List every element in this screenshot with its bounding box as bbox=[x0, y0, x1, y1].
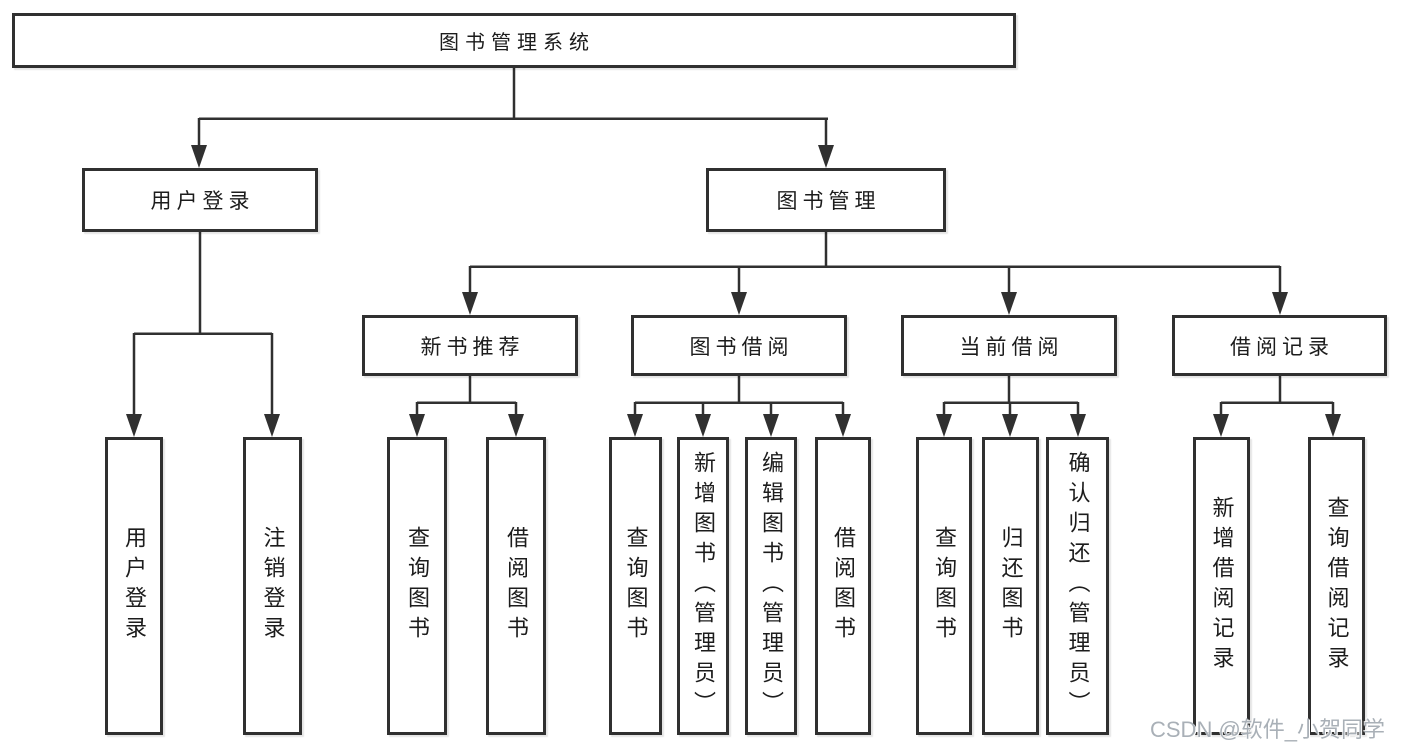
watermark: CSDN @软件_小贺同学 bbox=[1150, 717, 1386, 742]
node-current-borrowing: 当前借阅 bbox=[901, 315, 1117, 376]
leaf-query-books-recommend-label: 查询图书 bbox=[405, 526, 430, 646]
leaf-return-books-label: 归还图书 bbox=[998, 526, 1024, 646]
leaf-confirm-return-admin: 确认归还（管理员） bbox=[1046, 437, 1109, 735]
node-borrowing-records: 借阅记录 bbox=[1172, 315, 1387, 376]
leaf-borrow-books-recommend-label: 借阅图书 bbox=[504, 526, 529, 646]
leaf-add-book-admin-label: 新增图书（管理员） bbox=[691, 451, 716, 721]
node-user-login: 用户登录 bbox=[82, 168, 318, 232]
node-user-login-label: 用户登录 bbox=[150, 190, 255, 213]
leaf-user-login-label: 用户登录 bbox=[122, 526, 147, 646]
node-root-label: 图书管理系统 bbox=[439, 32, 595, 54]
leaf-logout-label: 注销登录 bbox=[260, 526, 286, 646]
leaf-edit-book-admin: 编辑图书（管理员） bbox=[745, 437, 797, 735]
node-current-borrowing-label: 当前借阅 bbox=[959, 335, 1064, 359]
node-book-borrowing-label: 图书借阅 bbox=[689, 335, 794, 359]
leaf-borrow-books-borrowing-label: 借阅图书 bbox=[831, 526, 856, 646]
node-new-book-recommendation: 新书推荐 bbox=[362, 315, 578, 376]
node-new-book-recommendation-label: 新书推荐 bbox=[420, 335, 525, 359]
leaf-logout: 注销登录 bbox=[243, 437, 302, 735]
leaf-query-borrow-record-label: 查询借阅记录 bbox=[1324, 496, 1350, 676]
node-book-management-label: 图书管理 bbox=[776, 190, 881, 213]
arrowheads bbox=[126, 145, 1341, 437]
leaf-query-books-recommend: 查询图书 bbox=[387, 437, 447, 735]
node-book-management: 图书管理 bbox=[706, 168, 946, 232]
leaf-edit-book-admin-label: 编辑图书（管理员） bbox=[759, 451, 784, 721]
node-borrowing-records-label: 借阅记录 bbox=[1230, 335, 1334, 359]
leaf-query-books-current: 查询图书 bbox=[916, 437, 972, 735]
leaf-confirm-return-admin-label: 确认归还（管理员） bbox=[1065, 451, 1091, 721]
leaf-borrow-books-recommend: 借阅图书 bbox=[486, 437, 546, 735]
leaf-borrow-books-borrowing: 借阅图书 bbox=[815, 437, 871, 735]
leaf-add-borrow-record-label: 新增借阅记录 bbox=[1209, 496, 1235, 676]
leaf-add-borrow-record: 新增借阅记录 bbox=[1193, 437, 1250, 735]
leaf-query-books-borrowing: 查询图书 bbox=[609, 437, 662, 735]
leaf-return-books: 归还图书 bbox=[982, 437, 1039, 735]
node-root: 图书管理系统 bbox=[12, 13, 1016, 68]
leaf-query-borrow-record: 查询借阅记录 bbox=[1308, 437, 1365, 735]
leaf-user-login: 用户登录 bbox=[105, 437, 163, 735]
leaf-query-books-current-label: 查询图书 bbox=[932, 526, 957, 646]
leaf-add-book-admin: 新增图书（管理员） bbox=[677, 437, 729, 735]
node-book-borrowing: 图书借阅 bbox=[631, 315, 847, 376]
leaf-query-books-borrowing-label: 查询图书 bbox=[623, 526, 649, 646]
